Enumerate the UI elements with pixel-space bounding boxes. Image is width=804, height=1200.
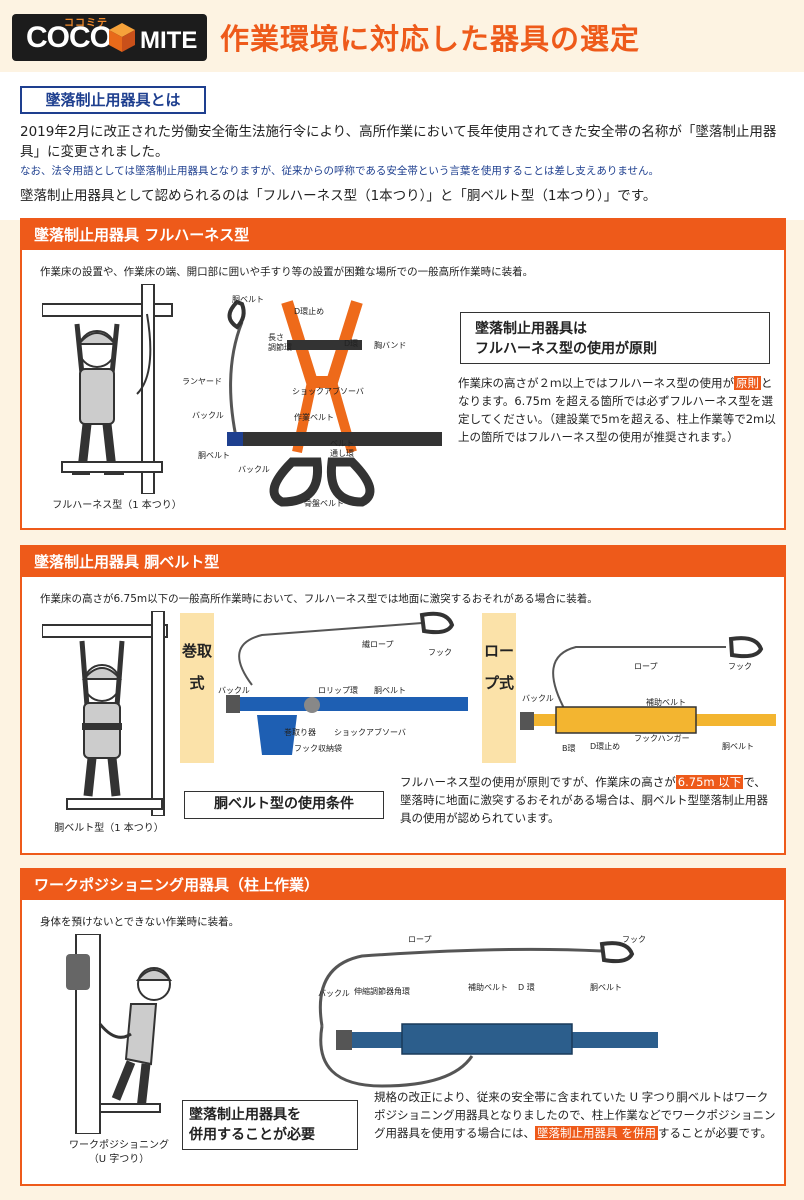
highlight-principle: 原則 [734,376,761,390]
highlight-height: 6.75m 以下 [675,775,744,789]
body-text-b: で、墜落時に地面に激突するおそれがある場合は、胴ベルト型墜落制止用器具の使用が認… [400,775,768,825]
label-length-adjust: 長さ [268,333,284,342]
label-aux-belt: 補助ベルト [646,698,686,707]
reel-type-diagram [226,611,468,755]
label-square-ring: 角環 [394,987,410,996]
label-buckle: バックル [318,989,350,998]
body-text-b: となります。6.75m を超える箇所では必ずフルハーネス型を選定してください。（… [458,376,776,444]
label-rope: ロープ [408,935,432,944]
label-shock-absorber: ショックアブソーバ [292,387,364,396]
body-text-b: することが必要です。 [658,1126,772,1140]
combined-box-line2: 併用することが必要 [189,1127,315,1143]
cocomite-logo: ココミテ COCO MITE [12,14,207,61]
logo-kana: ココミテ [64,18,108,29]
label-b-ring: B環 [562,744,576,753]
principle-box: 墜落制止用器具は フルハーネス型の使用が原則 [460,312,770,364]
body-text-a: 規格の改正により、従来の安全帯に含まれていた U 字つり胴ベルトはワークポジショ… [374,1090,776,1140]
intro-summary: 墜落制止用器具として認められるのは「フルハーネス型（1本つり）」と「胴ベルト型（… [20,188,657,204]
label-buckle: バックル [192,411,224,420]
worker-dobelt-illustration [42,611,168,816]
label-hook: フック [728,662,752,671]
header: ココミテ COCO MITE 作業環境に対応した器具の選定 [10,6,794,62]
label-dring: D環 [344,339,359,348]
rope-type-label: ロープ式 [482,613,516,763]
section-desc: 作業床の高さが6.75m以下の一般高所作業時において、フルハーネス型では地面に激… [40,593,598,605]
label-buckle: バックル [522,694,554,703]
label-dobelt: 胴ベルト [232,295,264,304]
rope-type-diagram [520,636,776,734]
label-belt-loop-b: 通し環 [330,449,354,458]
label-rope: ロープ [634,662,658,671]
label-buckle-2: バックル [238,465,270,474]
body-text-a: 作業床の高さが２ｍ以上ではフルハーネス型の使用が [458,376,734,390]
cube-icon [109,23,135,52]
label-dobelt-2: 胴ベルト [198,451,230,460]
figure-caption: 胴ベルト型（1 本つり） [54,823,164,834]
section-desc: 作業床の設置や、作業床の端、開口部に囲いや手すり等の設置が困難な場所での一般高所… [40,266,534,278]
figure-caption: フルハーネス型（1 本つり） [52,500,182,511]
principle-box-line2: フルハーネス型の使用が原則 [475,341,657,357]
intro-tag: 墜落制止用器具とは [20,86,206,114]
logo-mite: MITE [140,27,198,54]
label-hook-hanger: フックハンガー [634,734,690,743]
intro-paragraph: 2019年2月に改正された労働安全衛生法施行令により、高所作業において長年使用さ… [20,124,777,160]
label-dring: D 環 [518,983,535,992]
label-buckle: バックル [218,686,250,695]
label-belt-loop: ベルト [330,439,354,448]
principle-box-line1: 墜落制止用器具は [475,321,587,337]
highlight-fall-arrest: 墜落制止用器具 [535,1126,620,1140]
worker-pole-illustration [66,934,173,1134]
label-lanyard: ランヤード [182,377,222,386]
body-text-a: フルハーネス型の使用が原則ですが、作業床の高さが [400,775,676,789]
fullharness-section: 墜落制止用器具 フルハーネス型 作業床の設置や、作業床の端、開口部に囲いや手すり… [20,218,786,530]
label-pelvic-belt: 骨盤ベルト [304,499,344,508]
label-hook: フック [428,648,452,657]
work-positioning-section: ワークポジショニング用器具（柱上作業） 身体を預けないとできない作業時に装着。 … [20,868,786,1186]
fullharness-diagram [227,299,442,507]
label-work-belt: 作業ベルト [294,413,334,422]
label-dobelt: 胴ベルト [590,983,622,992]
label-aux-belt: 補助ベルト [468,983,508,992]
label-length-adjust-b: 調節環 [268,343,292,352]
label-dring-stop: D環止め [590,742,621,751]
reel-type-label: 巻取式 [180,613,214,763]
section-title: 墜落制止用器具 フルハーネス型 [22,220,784,250]
u-sling-diagram [318,941,658,1088]
intro-note: なお、法令用語としては墜落制止用器具となりますが、従来からの呼称である安全帯とい… [20,165,660,177]
combined-use-box: 墜落制止用器具を 併用することが必要 [182,1100,358,1150]
work-positioning-body: 規格の改正により、従来の安全帯に含まれていた U 字つり胴ベルトはワークポジショ… [374,1088,778,1142]
logo-coco: COCO [26,21,113,54]
figure-caption-2: （U 字つり） [88,1154,150,1165]
label-dobelt: 胴ベルト [722,742,754,751]
dobelt-section: 墜落制止用器具 胴ベルト型 作業床の高さが6.75m以下の一般高所作業時において… [20,545,786,855]
label-rollip-ring: ロリップ環 [318,686,358,695]
section-title: 墜落制止用器具 胴ベルト型 [22,547,784,577]
label-dobelt: 胴ベルト [374,686,406,695]
label-dring-stop: D環止め [294,307,325,316]
label-length-adjuster: 伸縮調節器 [354,987,394,996]
label-chest-band: 胸バンド [374,341,407,350]
page-title: 作業環境に対応した器具の選定 [220,22,641,56]
label-shock-absorber: ショックアブソーバ [334,728,406,737]
label-fiber-rope: 繊ロープ [362,640,394,649]
label-hook: フック [622,935,646,944]
figure-caption-1: ワークポジショニング [69,1140,169,1151]
section-title: ワークポジショニング用器具（柱上作業） [22,870,784,900]
highlight-combined: を併用 [619,1126,658,1140]
fullharness-body: 作業床の高さが２ｍ以上ではフルハーネス型の使用が原則となります。6.75m を超… [458,374,780,446]
usage-condition-box: 胴ベルト型の使用条件 [184,791,384,819]
worker-fullharness-illustration [42,284,173,494]
section-desc: 身体を預けないとできない作業時に装着。 [40,916,240,928]
label-winder: 巻取り器 [284,728,316,737]
combined-box-line1: 墜落制止用器具を [189,1107,301,1123]
label-hook-pouch: フック収納袋 [294,744,342,753]
